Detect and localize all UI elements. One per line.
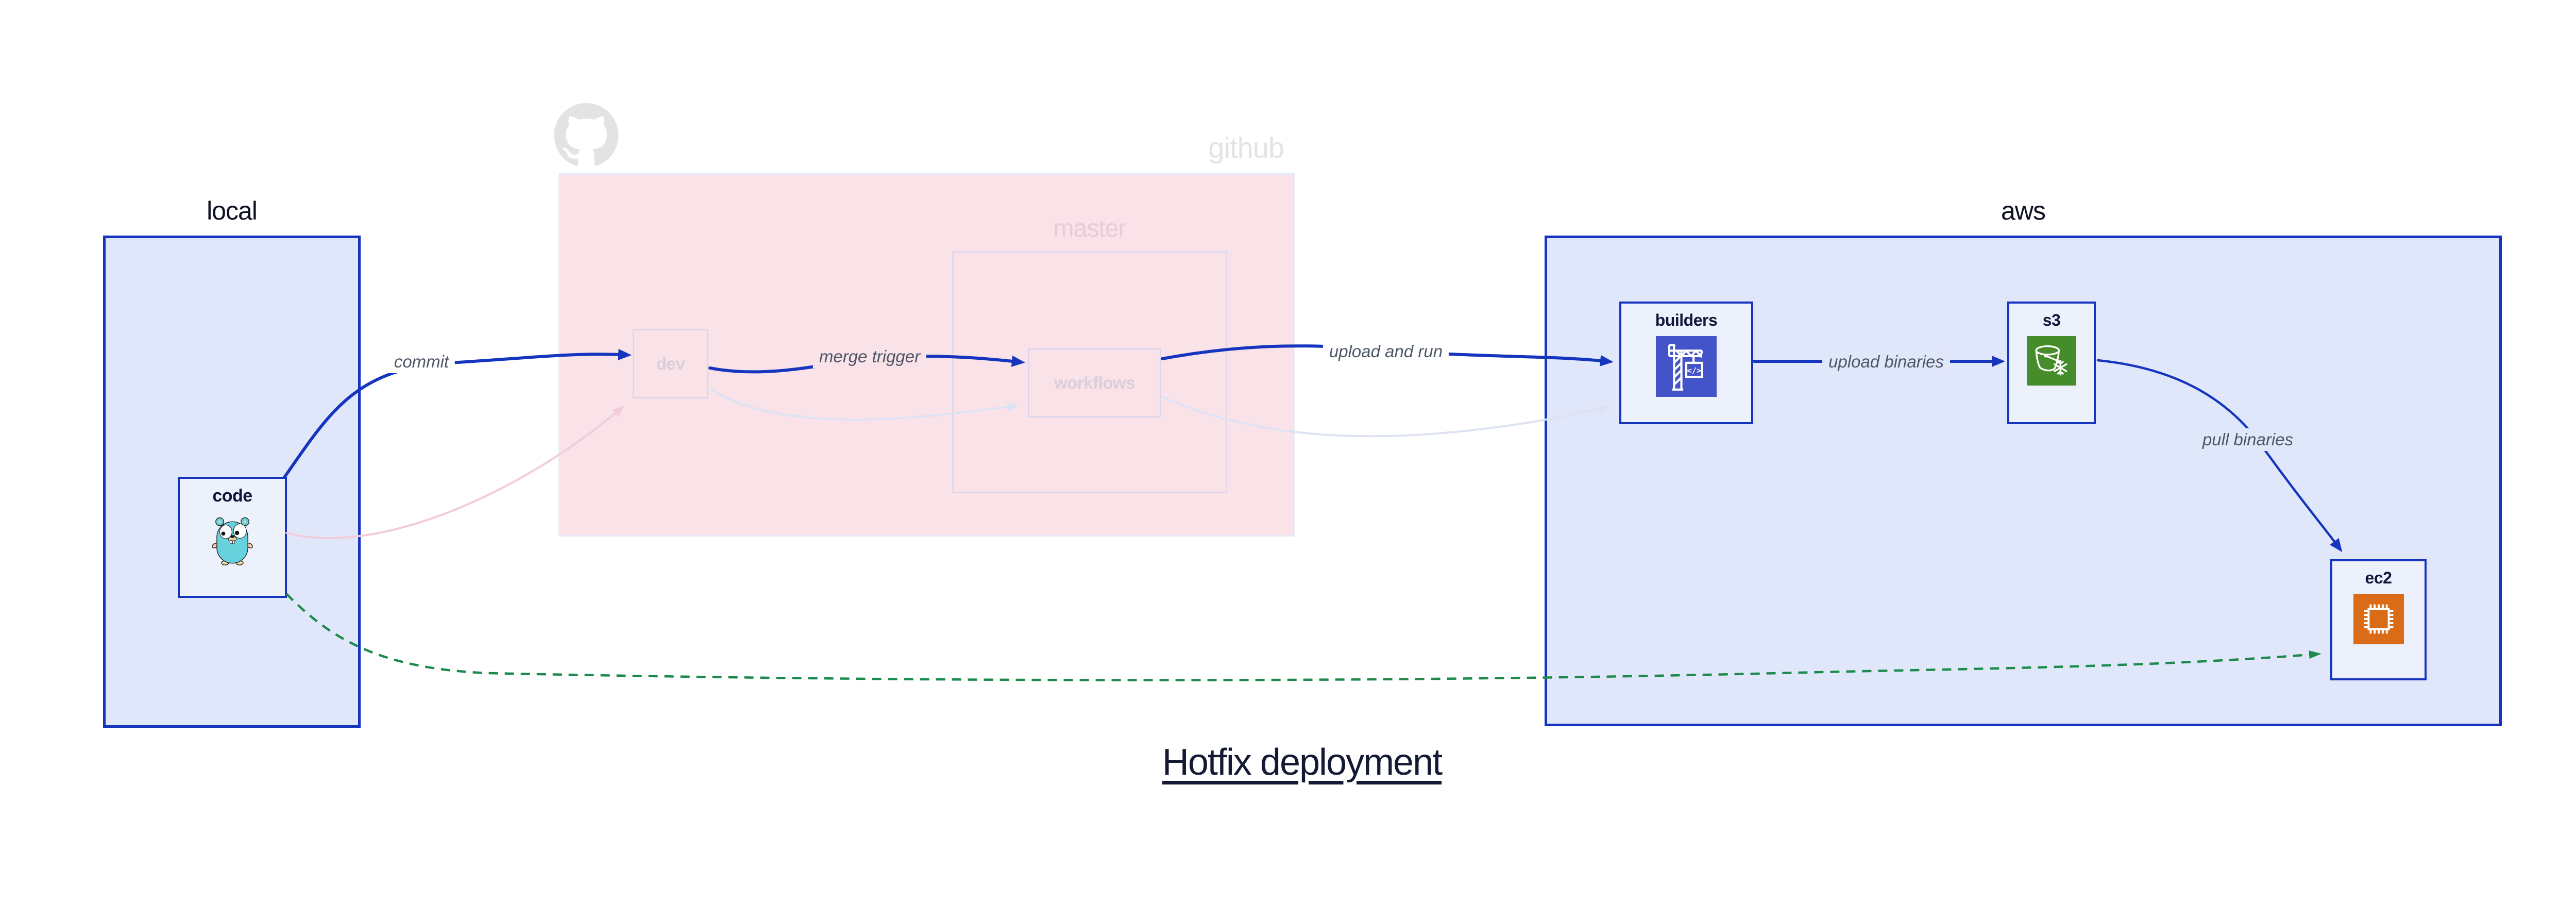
master-group-box — [952, 251, 1227, 493]
local-group-label: local — [207, 196, 258, 225]
node-s3: s3 — [2007, 302, 2096, 424]
svg-text:</>: </> — [1687, 366, 1701, 375]
node-dev-label: dev — [656, 354, 685, 373]
node-builders-label: builders — [1655, 311, 1718, 329]
edge-code-dev-faded — [285, 406, 624, 539]
node-dev: dev — [633, 329, 708, 398]
edge-pull-binaries — [2096, 359, 2343, 553]
edge-label-pull-binaries: pull binaries — [2196, 428, 2300, 451]
edge-label-upload-binaries: upload binaries — [1822, 350, 1950, 373]
node-s3-label: s3 — [2042, 311, 2061, 329]
codebuild-crane-icon: </> — [1656, 336, 1717, 397]
github-group-label: github — [1208, 131, 1284, 164]
edge-hotfix-green-dashed — [285, 593, 2321, 681]
github-octocat-icon — [554, 103, 619, 166]
edge-label-merge-trigger: merge trigger — [812, 345, 927, 368]
node-code: code — [178, 477, 287, 598]
node-workflows-label: workflows — [1054, 373, 1135, 392]
go-gopher-icon — [211, 512, 254, 566]
s3-glacier-bucket-icon — [2027, 336, 2076, 386]
master-group-label: master — [1053, 215, 1127, 242]
edge-label-commit: commit — [387, 350, 455, 373]
edge-dev-workflows-faded — [709, 388, 1019, 421]
aws-group-label: aws — [2001, 196, 2046, 225]
node-ec2: ec2 — [2330, 559, 2427, 680]
diagram-title: Hotfix deployment — [1162, 742, 1443, 783]
node-code-label: code — [212, 486, 252, 506]
node-builders: builders </> — [1619, 302, 1753, 424]
ec2-chip-icon — [2353, 594, 2404, 644]
edge-label-upload-and-run: upload and run — [1323, 340, 1449, 363]
node-ec2-label: ec2 — [2365, 569, 2392, 587]
node-workflows: workflows — [1028, 348, 1161, 417]
edge-workflows-builders-faded — [1161, 396, 1609, 438]
